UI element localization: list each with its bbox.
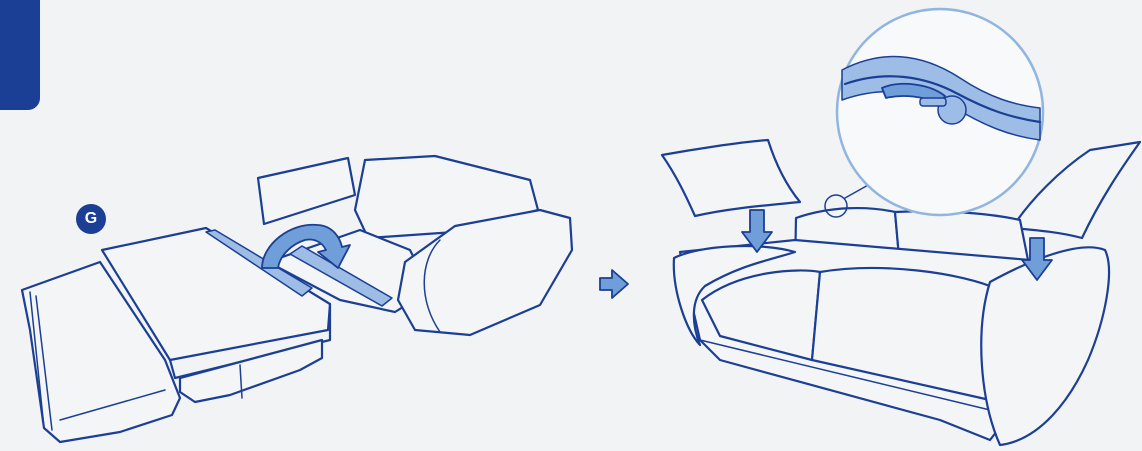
- unfolded-sofa: [22, 156, 572, 442]
- zipper-detail-icon: [837, 9, 1043, 215]
- right-arrow-icon: [600, 270, 628, 298]
